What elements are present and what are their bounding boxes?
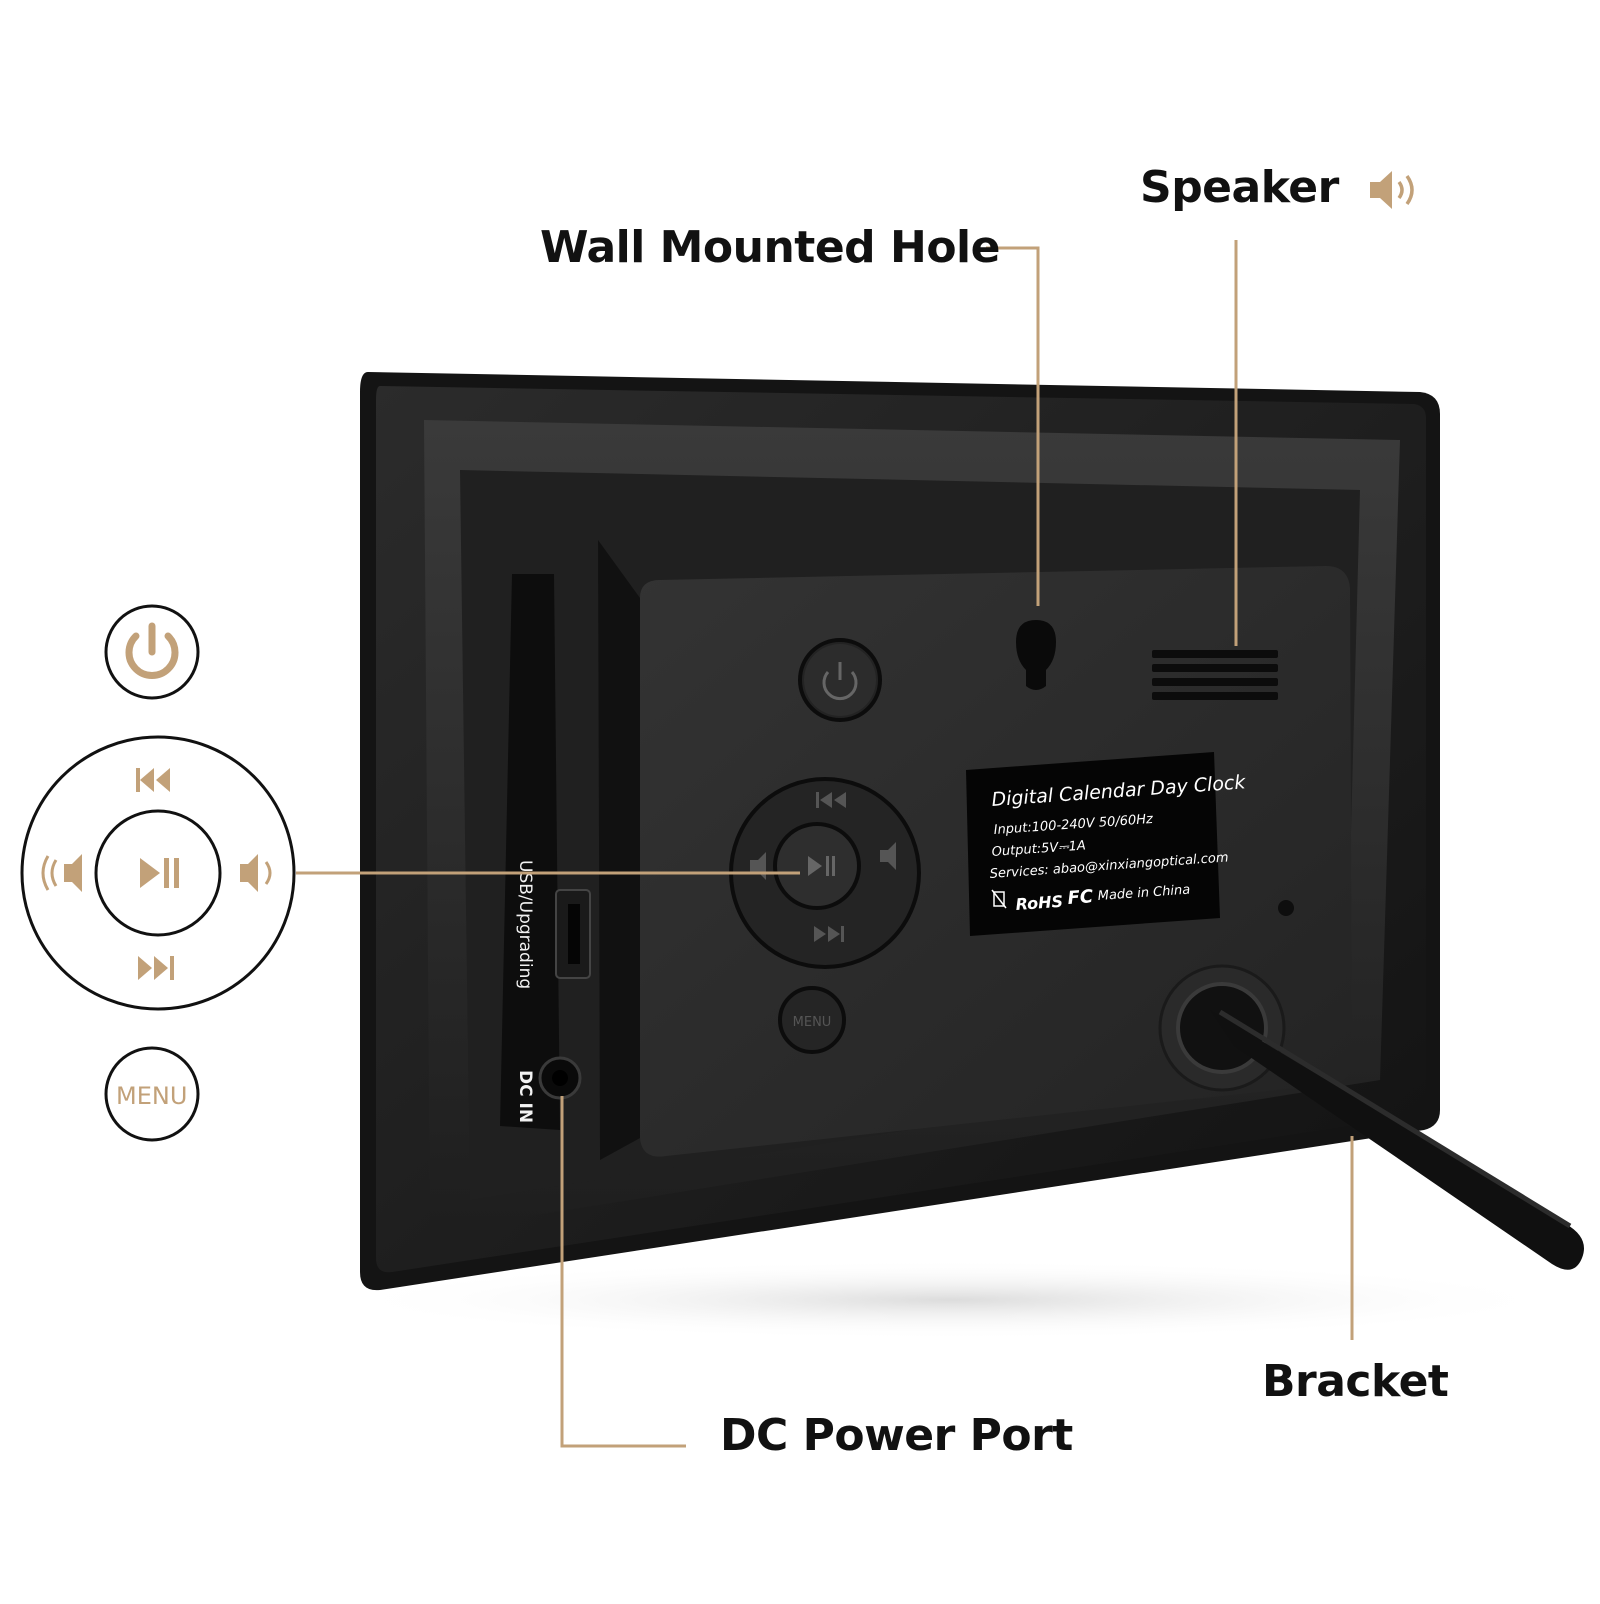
rating-label: Digital Calendar Day Clock Input:100-240…: [966, 752, 1247, 936]
side-label-dc-in: DC IN: [515, 1070, 535, 1123]
side-label-usb: USB/Upgrading: [515, 860, 535, 989]
device-power-button: [798, 638, 882, 722]
wall-mount-hole: [1016, 620, 1056, 690]
callout-lines: [296, 240, 1354, 1448]
play-pause-icon: [140, 858, 179, 888]
next-track-icon: [138, 956, 174, 980]
legend-menu-label: MENU: [116, 1082, 188, 1110]
leader-wall-mount: [986, 246, 1040, 606]
device-menu-label: MENU: [793, 1015, 832, 1030]
device-menu-button: MENU: [778, 986, 846, 1054]
legend-power: [104, 604, 200, 700]
power-icon: [125, 622, 179, 680]
weee-bin-icon: [991, 889, 1007, 909]
floor-shadow: [330, 1260, 1570, 1340]
callout-dc-power-port: DC Power Port: [720, 1410, 1073, 1461]
callout-speaker-group: Speaker: [1140, 162, 1422, 213]
label-output: Output:5V⎓1A: [991, 838, 1086, 860]
speaker-grille: [1152, 650, 1278, 700]
leader-dc-power: [560, 1096, 686, 1448]
reset-hole: [1278, 900, 1294, 916]
legend-nav-ring: [20, 735, 296, 1011]
volume-down-icon: [41, 854, 82, 892]
bracket-stand: [1210, 1009, 1584, 1270]
previous-track-icon: [136, 768, 170, 792]
callout-bracket: Bracket: [1262, 1356, 1449, 1407]
legend-menu: [104, 1046, 200, 1142]
label-made-in: Made in China: [1097, 883, 1191, 904]
speaker-icon: [1369, 171, 1414, 209]
control-legend: [20, 604, 296, 1142]
side-port-strip: USB/Upgrading DC IN: [500, 574, 591, 1130]
callout-speaker: Speaker: [1140, 162, 1339, 213]
device-nav-pad: [729, 777, 921, 969]
label-fc: FC: [1067, 886, 1095, 909]
label-rohs: RoHS: [1015, 892, 1064, 914]
callout-wall-mounted-hole: Wall Mounted Hole: [540, 222, 1000, 273]
volume-up-icon: [240, 854, 272, 892]
